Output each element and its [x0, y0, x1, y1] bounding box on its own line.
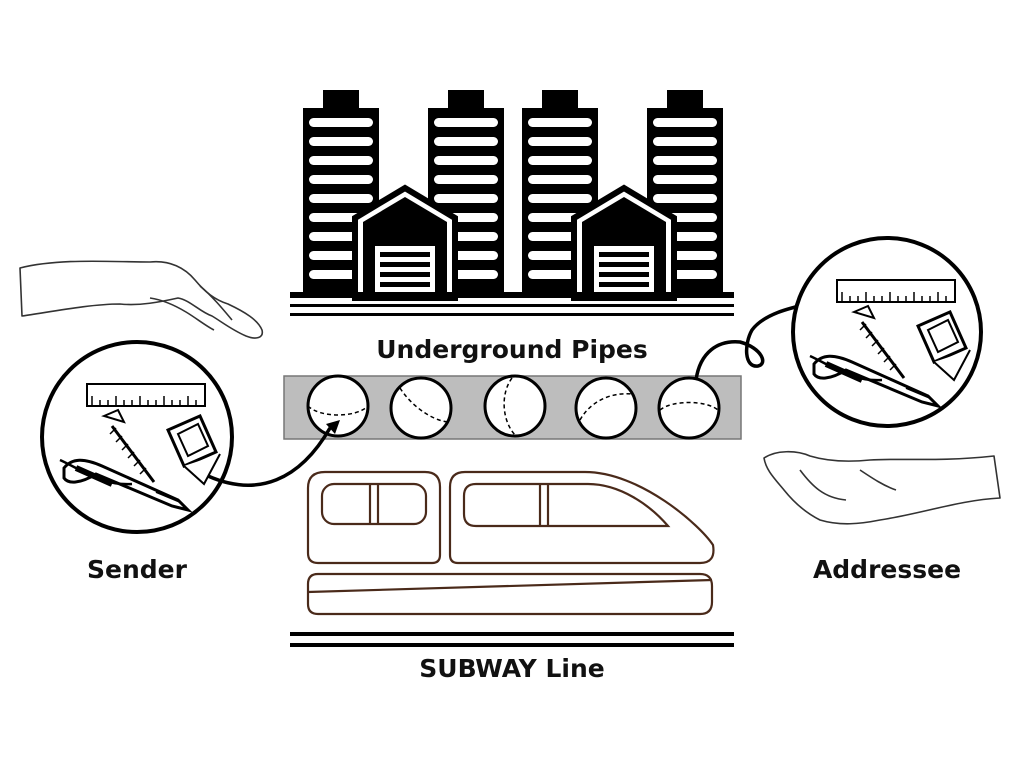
giving-hand-icon — [19, 260, 264, 339]
addressee-label: Addressee — [813, 555, 961, 584]
pipe-capsule — [574, 376, 638, 440]
pipe-to-addressee-arrow — [694, 302, 809, 381]
subway-line-label: SUBWAY Line — [419, 654, 604, 683]
addressee-package-circle — [791, 236, 983, 428]
ground-line — [290, 292, 734, 298]
receiving-hand-icon — [763, 450, 1001, 525]
subway-train-icon — [306, 470, 715, 616]
sender-package-circle — [40, 340, 234, 534]
sender-label: Sender — [87, 555, 188, 584]
underground-pipe — [283, 374, 742, 440]
track-line — [290, 643, 734, 647]
pipe-capsule — [657, 376, 721, 440]
pipe-capsule — [306, 374, 370, 438]
underground-pipes-label: Underground Pipes — [376, 335, 648, 364]
pipe-capsule — [389, 376, 453, 440]
city-buildings-icon — [290, 90, 734, 316]
ground-line — [290, 313, 734, 316]
arrowhead-icon — [326, 420, 340, 434]
pipe-capsule — [483, 374, 547, 438]
ground-line — [290, 304, 734, 307]
sender-to-pipe-arrow — [207, 427, 332, 487]
track-line — [290, 632, 734, 636]
